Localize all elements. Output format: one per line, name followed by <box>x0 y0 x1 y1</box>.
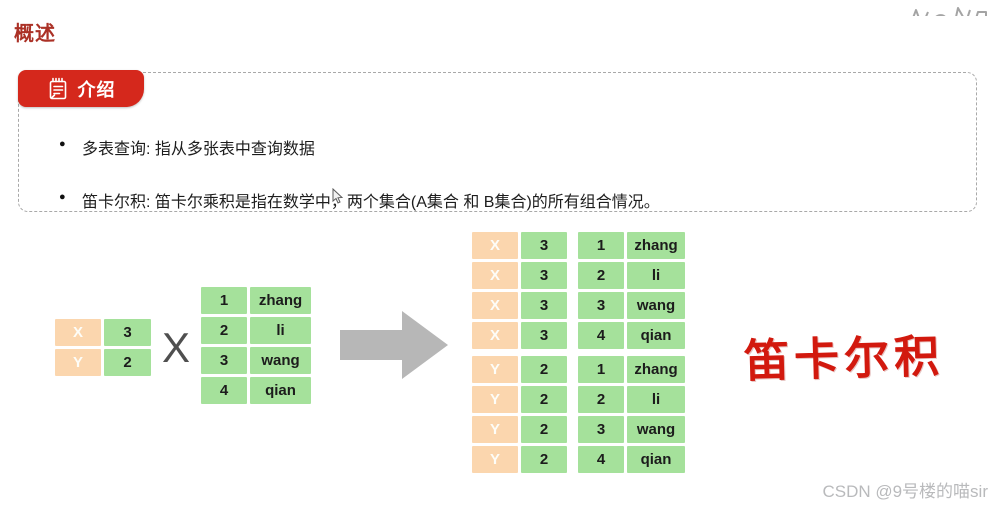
intro-callout: 介绍 多表查询: 指从多张表中查询数据 笛卡尔积: 笛卡尔乘积是指在数学中，两个… <box>18 70 977 212</box>
table-row: Y 2 4 qian <box>472 446 685 473</box>
table-cell: zhang <box>250 287 311 314</box>
table-cell: Y <box>472 416 518 443</box>
cartesian-caption: 笛卡尔积 <box>743 329 945 388</box>
page-title: 概述 <box>14 23 56 45</box>
memo-icon <box>47 77 69 101</box>
table-row: X 3 4 qian <box>472 322 685 349</box>
table-cell: 3 <box>104 319 151 346</box>
result-group-x: X 3 1 zhang X 3 2 li X 3 3 wang <box>472 232 685 349</box>
table-cell: 2 <box>201 317 247 344</box>
table-cell: X <box>472 292 518 319</box>
table-row: Y 2 3 wang <box>472 416 685 443</box>
table-cell: 1 <box>201 287 247 314</box>
partial-logo-watermark <box>908 0 988 16</box>
table-cell: 1 <box>578 356 624 383</box>
bullet-multi-table-query: 多表查询: 指从多张表中查询数据 <box>59 135 976 159</box>
table-cell: X <box>472 262 518 289</box>
table-row: X 3 2 li <box>472 262 685 289</box>
table-cell: 1 <box>578 232 624 259</box>
table-cell: 4 <box>578 322 624 349</box>
table-cell: 3 <box>521 262 567 289</box>
table-cell: 2 <box>521 386 567 413</box>
table-cell: 3 <box>521 322 567 349</box>
table-cell: 3 <box>521 292 567 319</box>
table-cell: 2 <box>521 446 567 473</box>
bullet-text: 笛卡尔积: 笛卡尔乘积是指在数学中，两个集合(A集合 和 B集合)的所有组合情况… <box>82 194 660 211</box>
table-cell: X <box>472 232 518 259</box>
table-cell: li <box>627 262 685 289</box>
table-cell: 2 <box>521 416 567 443</box>
table-cell: wang <box>627 416 685 443</box>
table-cell: X <box>472 322 518 349</box>
table-cell: 3 <box>521 232 567 259</box>
table-cell: Y <box>472 446 518 473</box>
table-row: X 3 1 zhang <box>472 232 685 259</box>
bullet-text: 多表查询: 指从多张表中查询数据 <box>82 141 315 158</box>
table-cell: 3 <box>201 347 247 374</box>
table-cell: 2 <box>104 349 151 376</box>
table-cell: Y <box>472 356 518 383</box>
table-row: X 3 3 wang <box>472 292 685 319</box>
table-cell: qian <box>250 377 311 404</box>
table-cell: Y <box>472 386 518 413</box>
table-cell: 3 <box>578 292 624 319</box>
table-row: Y 2 1 zhang <box>472 356 685 383</box>
bullet-cartesian-product: 笛卡尔积: 笛卡尔乘积是指在数学中，两个集合(A集合 和 B集合)的所有组合情况… <box>59 188 976 212</box>
table-cell: wang <box>250 347 311 374</box>
table-cell: X <box>55 319 101 346</box>
table-row: Y 2 2 li <box>472 386 685 413</box>
table-cell: qian <box>627 322 685 349</box>
intro-badge: 介绍 <box>18 70 144 107</box>
table-cell: qian <box>627 446 685 473</box>
arrow-right-icon <box>340 311 448 379</box>
table-cell: 4 <box>578 446 624 473</box>
table-cell: 2 <box>578 262 624 289</box>
mouse-cursor-icon <box>332 188 344 204</box>
table-cell: 3 <box>578 416 624 443</box>
table-cell: zhang <box>627 356 685 383</box>
csdn-watermark: CSDN @9号楼的喵sir <box>822 482 988 501</box>
table-cell: 4 <box>201 377 247 404</box>
table-cell: wang <box>627 292 685 319</box>
intro-bullet-list: 多表查询: 指从多张表中查询数据 笛卡尔积: 笛卡尔乘积是指在数学中，两个集合(… <box>19 73 976 212</box>
result-group-y: Y 2 1 zhang Y 2 2 li Y 2 3 wang <box>472 356 685 473</box>
table-cell: 2 <box>578 386 624 413</box>
table-names: 1 zhang 2 li 3 wang 4 qian <box>201 287 311 404</box>
table-cell: li <box>250 317 311 344</box>
table-cell: zhang <box>627 232 685 259</box>
result-table: X 3 1 zhang X 3 2 li X 3 3 wang <box>472 232 685 476</box>
table-cell: Y <box>55 349 101 376</box>
table-xy: X 3 Y 2 <box>55 319 151 376</box>
multiply-operator: X <box>162 324 191 371</box>
table-cell: 2 <box>521 356 567 383</box>
intro-badge-label: 介绍 <box>77 79 116 100</box>
table-cell: li <box>627 386 685 413</box>
